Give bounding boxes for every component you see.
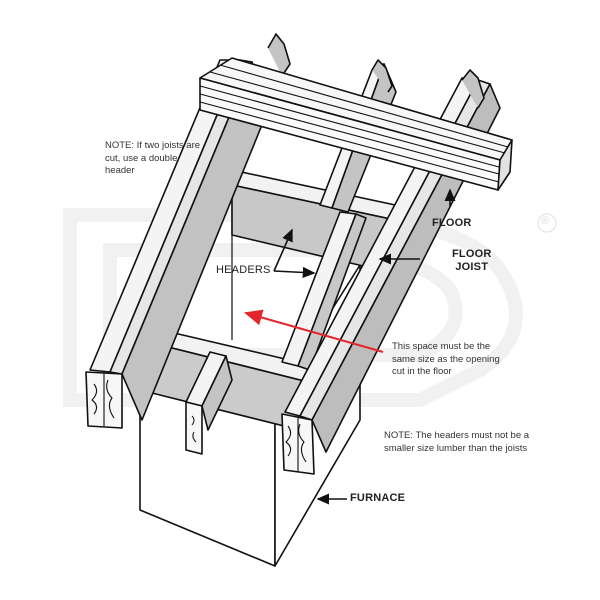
floor-board <box>199 57 513 191</box>
floor-joist-middle-stub <box>185 351 233 455</box>
note-space-size: This space must be the same size as the … <box>392 341 500 377</box>
headers-arrow-right <box>273 266 316 279</box>
furnace-label: FURNACE <box>350 492 406 504</box>
note-double-header: NOTE: If two joists are cut, use a doubl… <box>105 140 201 176</box>
registered-trademark-icon: ® <box>541 215 550 227</box>
floor-label: FLOOR <box>432 217 472 229</box>
note-header-size: NOTE: The headers must not be a smaller … <box>384 430 530 454</box>
headers-label: HEADERS <box>216 264 271 276</box>
space-size-red-arrow <box>244 309 384 353</box>
headers-arrow-up <box>273 228 293 272</box>
floor-joist-label: FLOOR JOIST <box>452 248 492 273</box>
